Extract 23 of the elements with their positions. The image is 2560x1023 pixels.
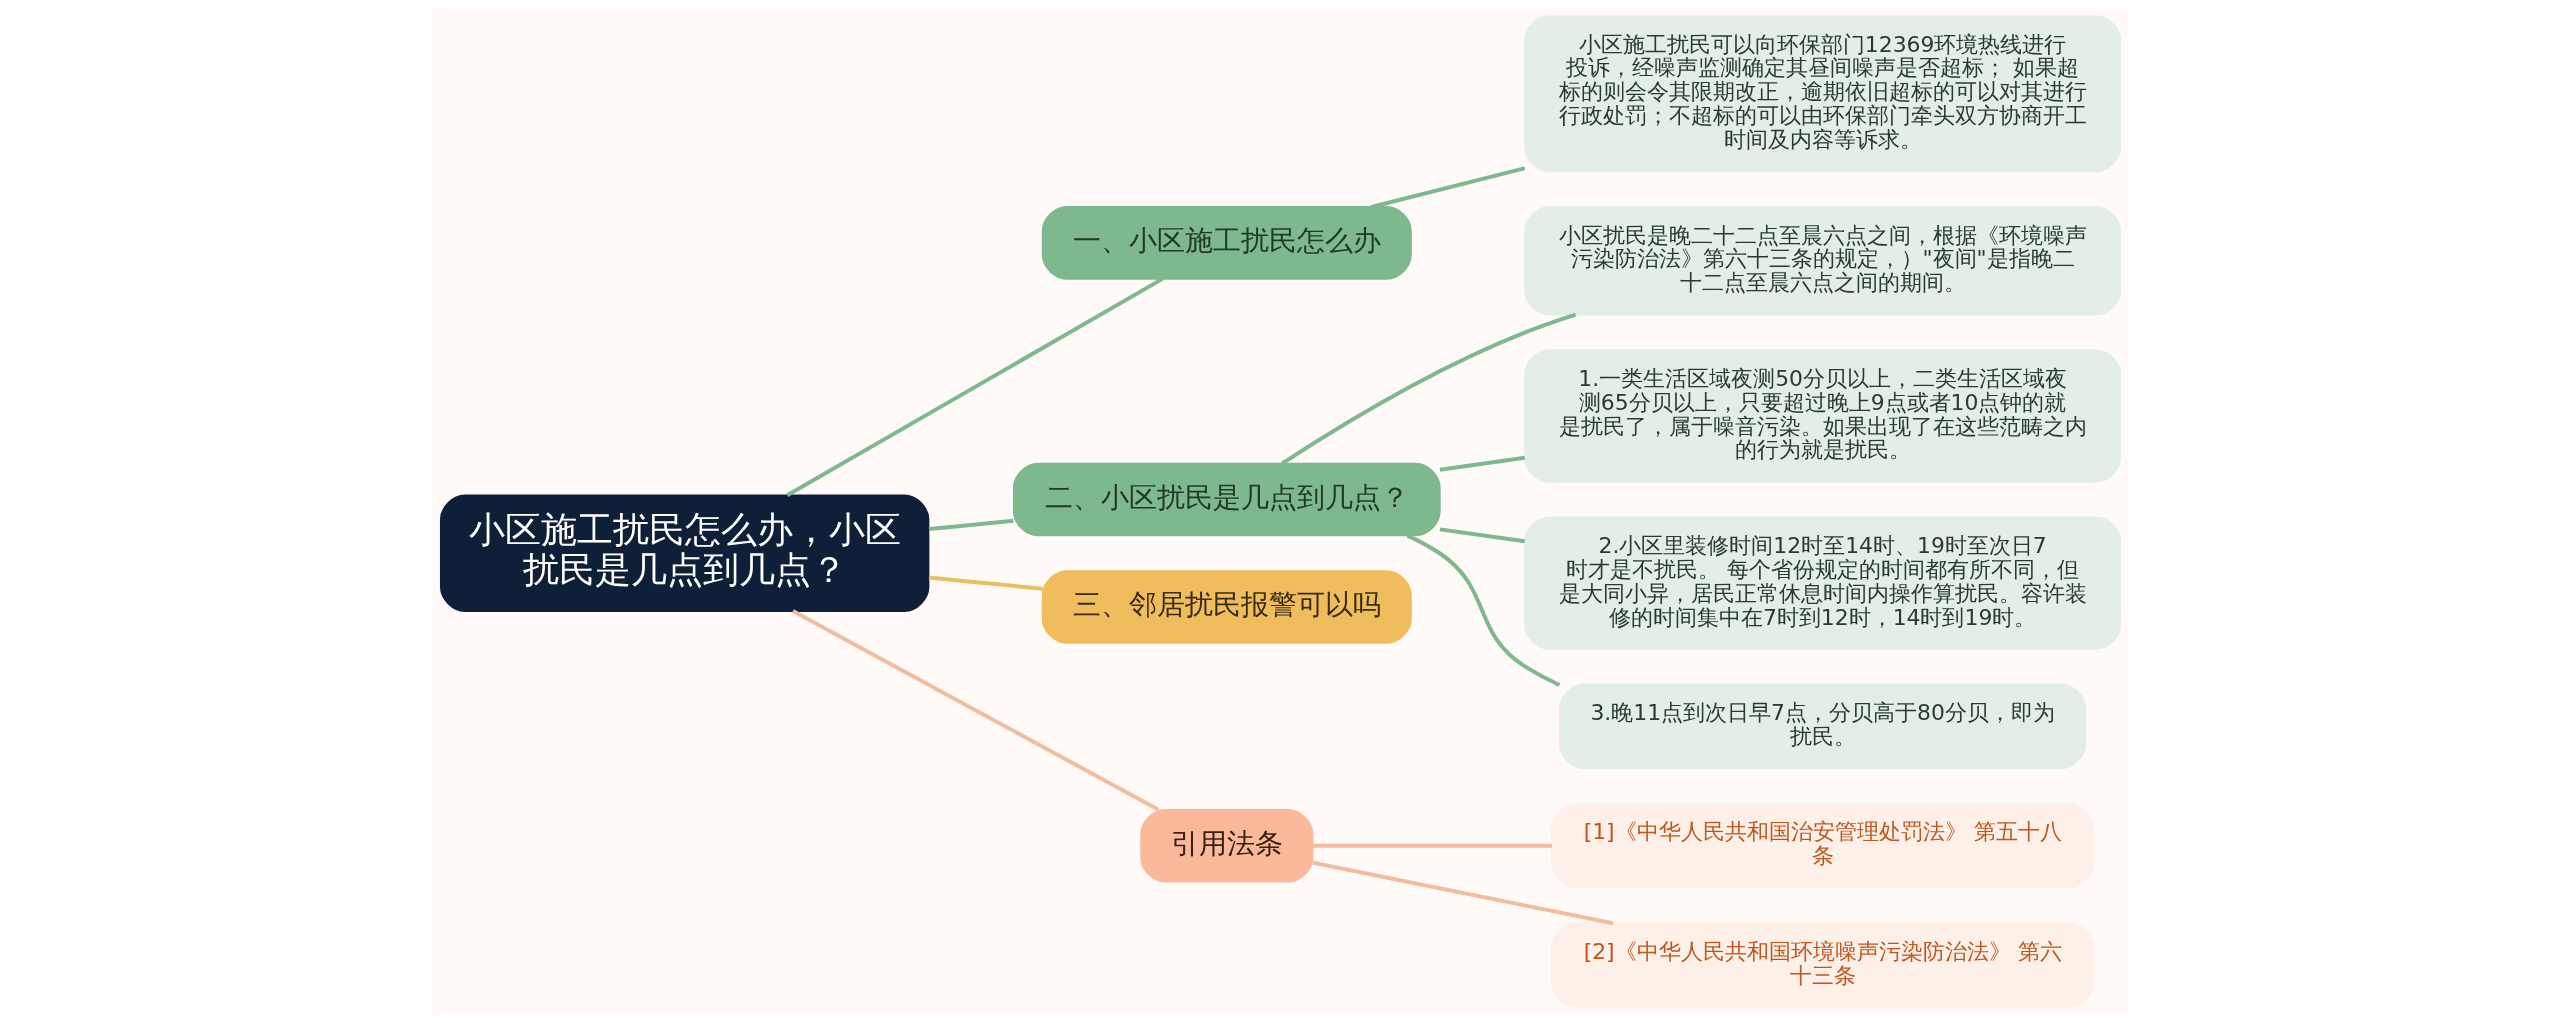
node-box: [1]《中华人民共和国治安管理处罚法》 第五十八条 (1550, 802, 2094, 889)
connector (928, 518, 1014, 532)
node-box: 小区扰民是晚二十二点至晨六点之间，根据《环境噪声污染防治法》第六十三条的规定，）"夜间"是指晚二十二点至晨六点之间的期间。 (1523, 206, 2121, 316)
connector (1406, 533, 1560, 687)
connector (791, 609, 1159, 812)
connector (928, 575, 1043, 591)
node-box: 三、邻居扰民报警可以吗 (1041, 570, 1412, 644)
node-box: [2]《中华人民共和国环境噪声污染防治法》 第六十三条 (1550, 922, 2094, 1008)
node-box: 小区施工扰民可以向环保部门12369环境热线进行投诉，经噪声监测确定其昼间噪声是否超标； 如果超标的则会令其限期改正，逾期依旧超标的可以对其进行行政处罚；不超标的可以由环保部门牵头双方协商开工时间及内容等诉求。 (1523, 15, 2121, 173)
node-box: 1.一类生活区域夜测50分贝以上，二类生活区域夜测65分贝以上，只要超过晚上9点或者10点钟的就是扰民了，属于噪音污染。如果出现了在这些范畴之内的行为就是扰民。 (1523, 349, 2121, 483)
connector (1370, 166, 1525, 209)
connector (785, 277, 1163, 497)
connector (1439, 527, 1525, 544)
node-box: 小区施工扰民怎么办，小区扰民是几点到几点？ (439, 494, 929, 612)
node-box: 3.晚11点到次日早7点，分贝高于80分贝，即为扰民。 (1558, 683, 2086, 770)
node-box: 引用法条 (1139, 808, 1313, 883)
node-box: 二、小区扰民是几点到几点？ (1012, 462, 1441, 537)
connector (1439, 455, 1525, 472)
node-box: 一、小区施工扰民怎么办 (1041, 206, 1412, 280)
node-box: 2.小区里装修时间12时至14时、19时至次日7时才是不扰民。 每个省份规定的时间都有所不同，但是大同小异，居民正常休息时间内操作算扰民。容许装修的时间集中在7时到12时，14时到19时。 (1523, 516, 2121, 650)
connector (1312, 843, 1552, 848)
connector (1312, 860, 1613, 926)
connector (1280, 312, 1576, 466)
